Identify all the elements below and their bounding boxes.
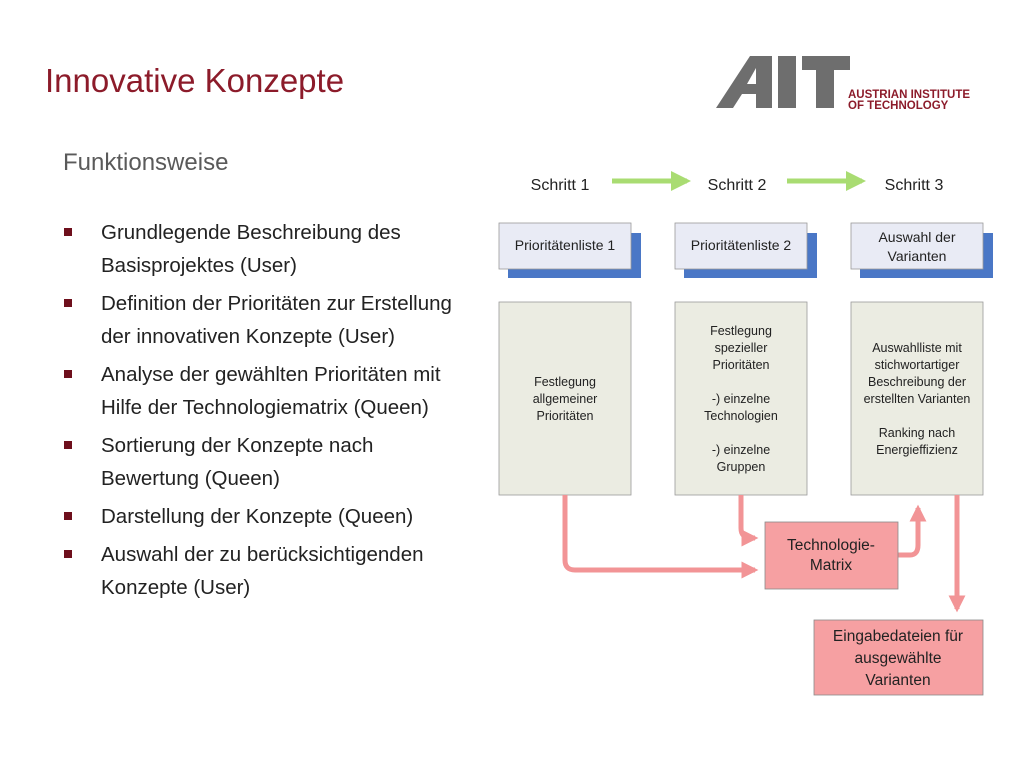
bullet-marker (64, 370, 72, 378)
section-subtitle: Funktionsweise (63, 149, 229, 176)
bullet-item: Darstellung der Konzepte (Queen) (62, 500, 502, 533)
detail-line: allgemeiner (533, 392, 598, 406)
bullet-line: Auswahl der zu berücksichtigenden (101, 543, 424, 566)
detail-line: Festlegung (710, 324, 772, 338)
detail-line: stichwortartiger (875, 358, 960, 372)
logo-line-2: OF TECHNOLOGY (848, 100, 949, 112)
detail-line: Energieffizienz (876, 443, 958, 457)
bullet-line: Sortierung der Konzepte nach (101, 434, 374, 457)
detail-line: Auswahlliste mit (872, 341, 962, 355)
detail-line: Ranking nach (879, 426, 955, 440)
detail-line: Prioritäten (537, 409, 594, 423)
detail-line: -) einzelne (712, 392, 770, 406)
step-label-2: Schritt 2 (708, 177, 767, 194)
bullet-marker (64, 550, 72, 558)
list-box-label: Prioritätenliste 1 (515, 237, 616, 253)
flow-arrow-matrix-to-detail3 (898, 504, 927, 558)
detail-line: Prioritäten (713, 358, 770, 372)
bullet-line: Definition der Prioritäten zur Erstellun… (101, 292, 452, 315)
list-box-label: Prioritätenliste 2 (691, 237, 792, 253)
detail-line: Technologien (704, 409, 778, 423)
list-box-1: Prioritätenliste 1 (498, 222, 641, 278)
flow-arrow-detail2-to-matrix (738, 495, 759, 547)
list-box-3: Auswahl der Varianten (850, 222, 993, 278)
detail-line: Festlegung (534, 375, 596, 389)
ait-logo-mark (716, 56, 850, 108)
bullet-line: Basisprojektes (User) (101, 254, 297, 277)
step-label-1: Schritt 1 (531, 177, 590, 194)
detail-line: spezieller (715, 341, 768, 355)
bullet-line: Analyse der gewählten Prioritäten mit (101, 363, 441, 386)
detail-line: Gruppen (717, 460, 766, 474)
detail-line: Beschreibung der (868, 375, 966, 389)
bullet-line: Konzepte (User) (101, 576, 251, 599)
slide-title: Innovative Konzepte (45, 62, 345, 99)
bullet-marker (64, 441, 72, 449)
step-label-3: Schritt 3 (885, 177, 944, 194)
technology-matrix-box: Technologie- Matrix (764, 521, 899, 590)
detail-box-2: Festlegung spezieller Prioritäten -) ein… (674, 301, 808, 496)
ait-logo: AUSTRIAN INSTITUTE OF TECHNOLOGY (716, 56, 970, 112)
bullet-marker (64, 512, 72, 520)
bullet-marker (64, 228, 72, 236)
logo-line-1: AUSTRIAN INSTITUTE (848, 89, 970, 101)
matrix-label-line: Matrix (810, 557, 852, 574)
bullet-line: Darstellung der Konzepte (Queen) (101, 505, 414, 528)
input-files-label-line: ausgewählte (854, 650, 941, 667)
detail-box-3: Auswahlliste mit stichwortartiger Beschr… (850, 301, 984, 496)
bullet-item: Definition der Prioritäten zur Erstellun… (62, 287, 502, 353)
bullet-marker (64, 299, 72, 307)
input-files-box: Eingabedateien für ausgewählte Varianten (813, 619, 984, 696)
bullet-line: Grundlegende Beschreibung des (101, 221, 401, 244)
matrix-label-line: Technologie- (787, 537, 875, 554)
list-box-label: Varianten (888, 248, 947, 264)
list-box-2: Prioritätenliste 2 (674, 222, 817, 278)
flow-arrow-detail1-to-matrix (562, 495, 759, 579)
input-files-label-line: Eingabedateien für (833, 628, 963, 645)
detail-line: erstellten Varianten (864, 392, 971, 406)
bullet-line: Hilfe der Technologiematrix (Queen) (101, 396, 429, 419)
input-files-label-line: Varianten (865, 672, 930, 689)
bullet-line: Bewertung (Queen) (101, 467, 280, 490)
detail-line: -) einzelne (712, 443, 770, 457)
list-box-label: Auswahl der (878, 229, 955, 245)
bullet-line: der innovativen Konzepte (User) (101, 325, 395, 348)
detail-box-1: Festlegung allgemeiner Prioritäten (498, 301, 632, 496)
